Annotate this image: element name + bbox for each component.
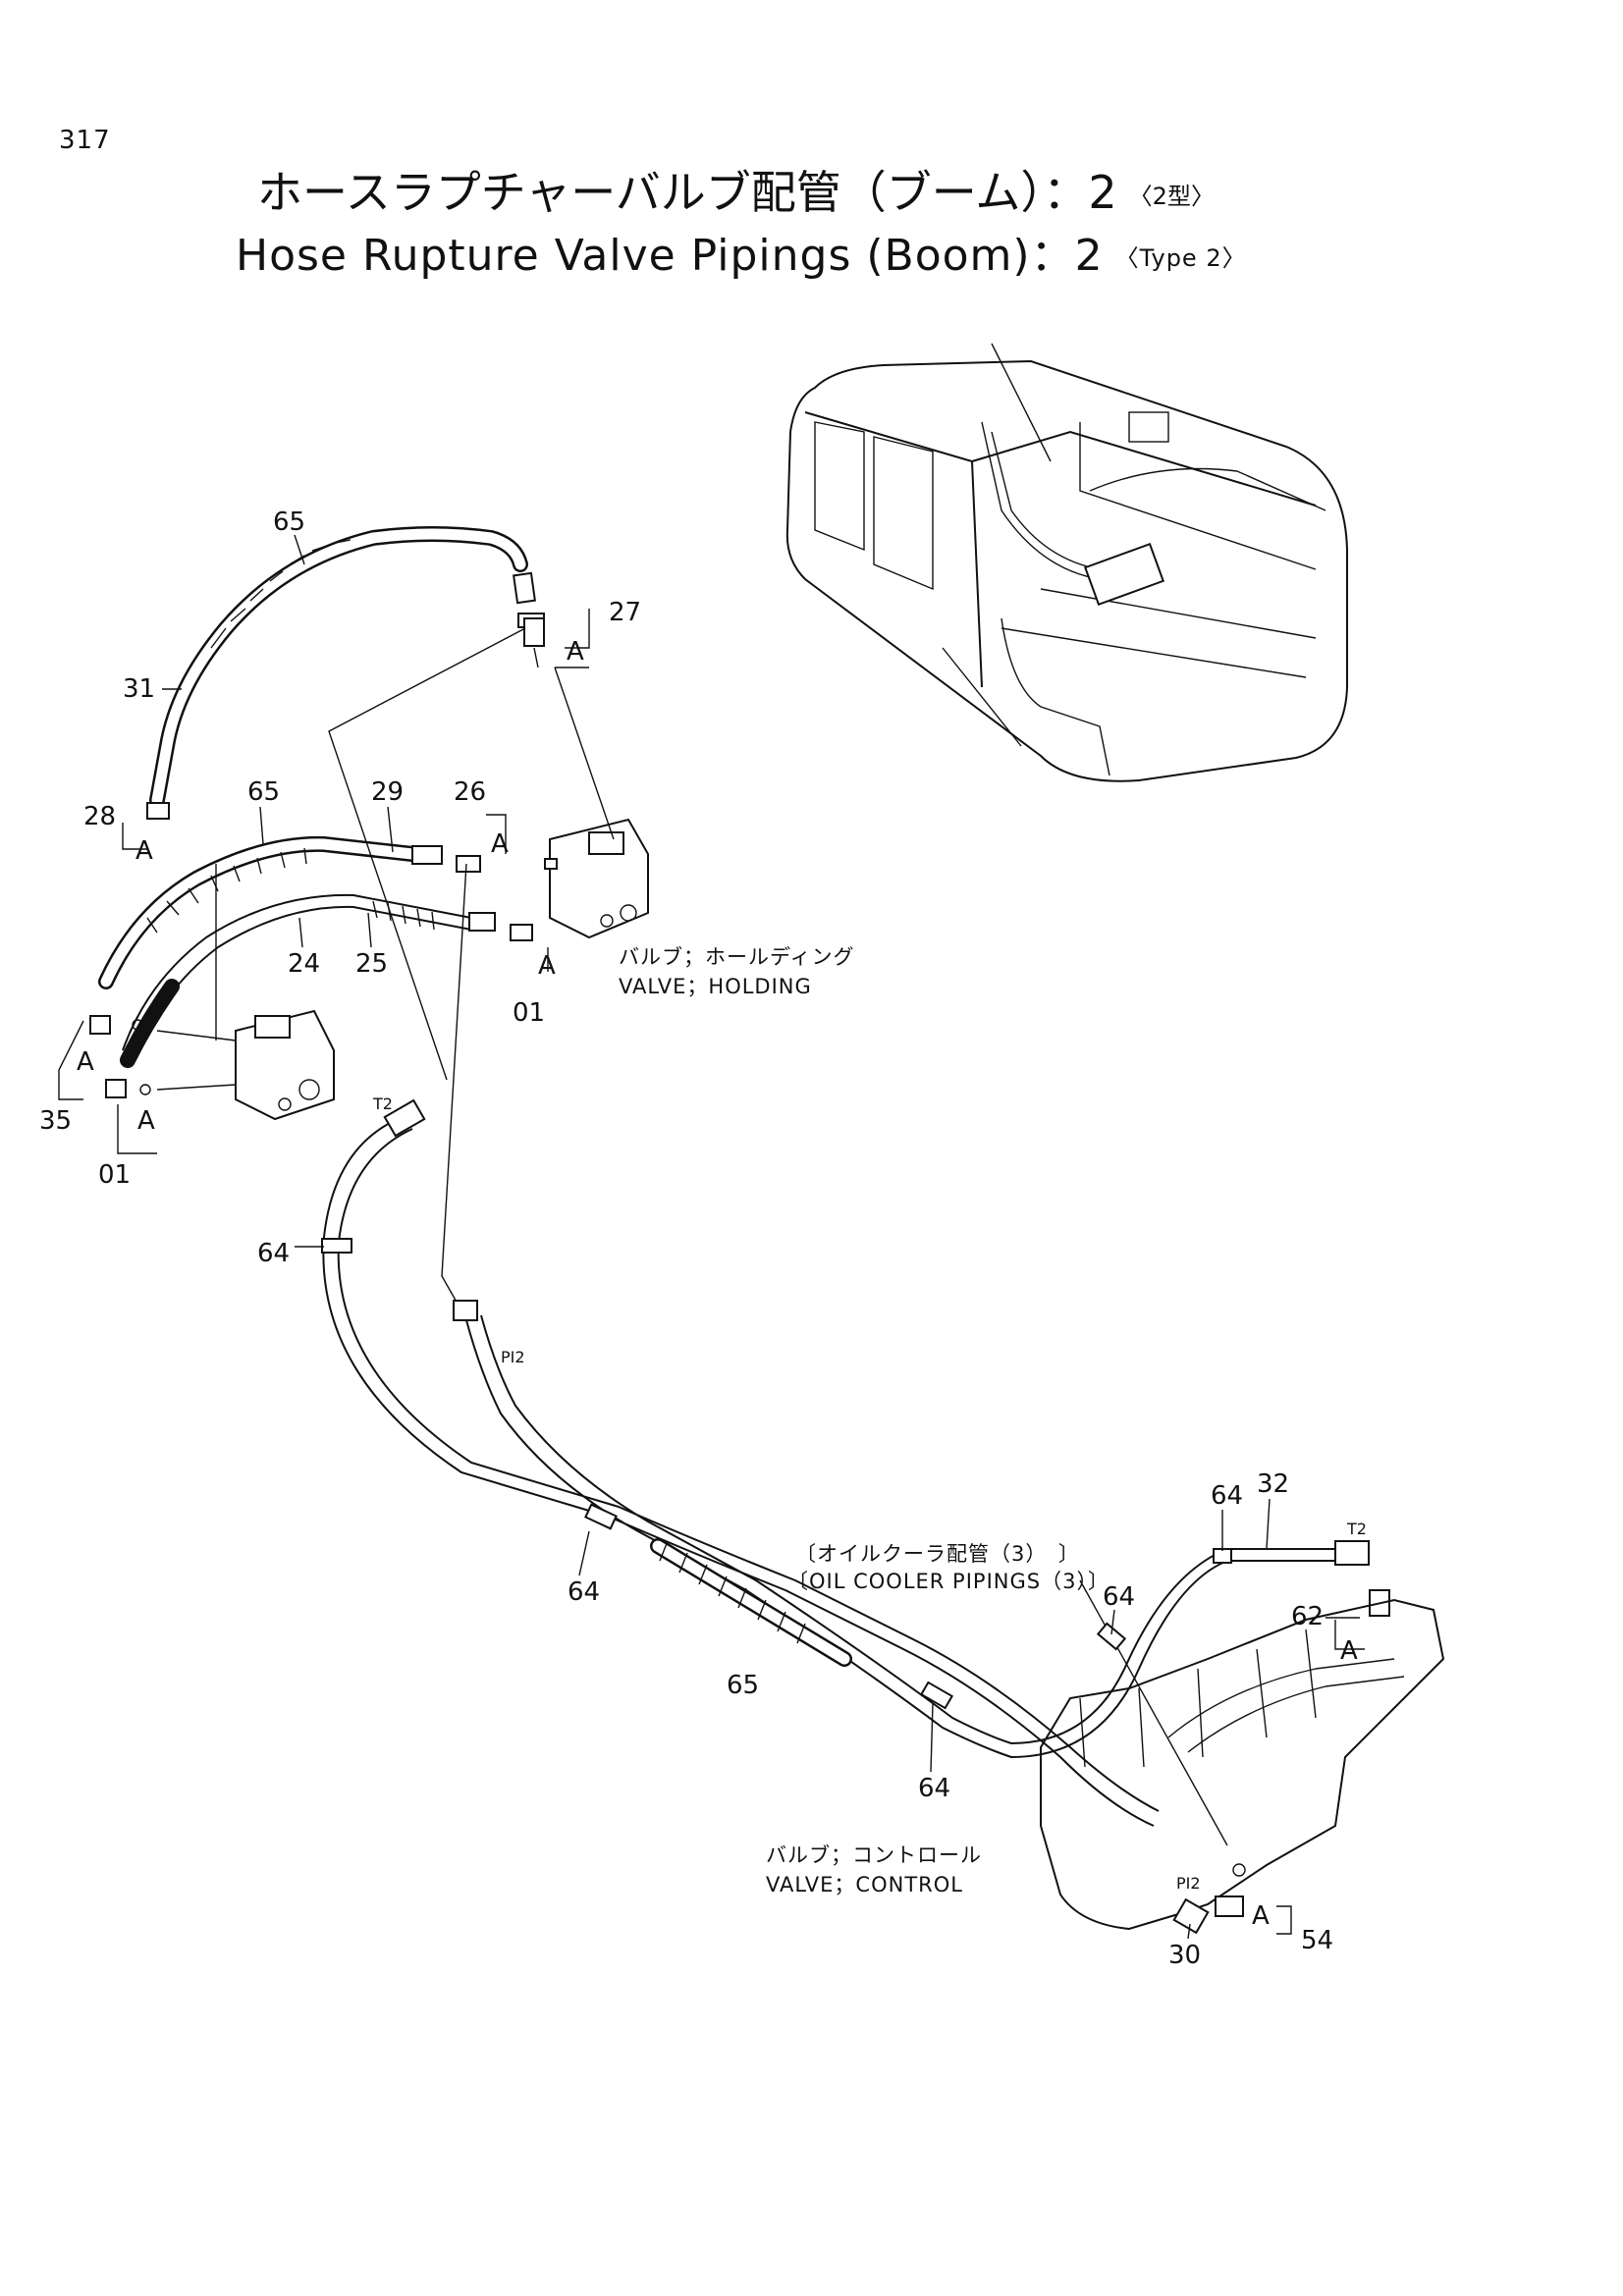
holding-valve-right (544, 818, 649, 939)
callout-26: 26 (454, 777, 486, 807)
page-number: 317 (59, 126, 111, 155)
section-a-4: A (538, 951, 556, 981)
port-t2-upper: T2 (372, 1095, 393, 1113)
callout-29: 29 (371, 777, 404, 807)
port-labels: T2 T2 PI2 PI2 (372, 1095, 1367, 1893)
section-a-6: A (137, 1106, 155, 1136)
callouts: 65 27 31 28 65 29 26 24 25 01 35 01 64 6… (39, 507, 1333, 1970)
port-pi2-upper: PI2 (501, 1348, 525, 1366)
callout-31: 31 (123, 674, 155, 704)
port-pi2-lower: PI2 (1176, 1874, 1201, 1893)
callout-64-d: 64 (1103, 1582, 1135, 1612)
caption-control-valve-en: VALVE；CONTROL (766, 1873, 963, 1896)
leader-lines (215, 627, 1228, 1846)
section-marks: A A A A A A A A (77, 637, 1358, 1931)
control-valve (1040, 1598, 1445, 1935)
caption-holding-valve-en: VALVE；HOLDING (619, 975, 812, 998)
title-english-text: Hose Rupture Valve Pipings (Boom)：2 (236, 231, 1104, 281)
callout-35: 35 (39, 1106, 72, 1136)
caption-holding-valve-jp: バルブ；ホールディング (619, 945, 855, 969)
callout-24: 24 (288, 949, 320, 979)
fitting-27 (523, 617, 589, 668)
caption-control-valve-jp: バルブ；コントロール (766, 1843, 982, 1867)
callout-64-e: 64 (1211, 1481, 1243, 1511)
section-a-8: A (1252, 1901, 1270, 1931)
callout-leaders (162, 534, 1360, 1940)
captions: バルブ；ホールディング VALVE；HOLDING 〔オイルクーラ配管（3） 〕… (619, 945, 1109, 1896)
hose-65-29-middle (98, 835, 481, 989)
hose-31-65-upper (146, 526, 545, 820)
callout-25: 25 (355, 949, 388, 979)
clamps-64 (321, 1238, 1232, 1710)
callout-01-left: 01 (98, 1160, 131, 1190)
title-japanese-text: ホースラプチャーバルブ配管（ブーム）：2 (257, 166, 1117, 219)
title-japanese-type: 〈2型〉 (1128, 183, 1215, 210)
callout-65-lower: 65 (727, 1671, 759, 1700)
callout-54: 54 (1301, 1926, 1333, 1955)
title-english-type: 〈Type 2〉 (1114, 244, 1247, 272)
callout-28: 28 (83, 802, 116, 831)
title-japanese: ホースラプチャーバルブ配管（ブーム）：2 〈2型〉 (257, 157, 1215, 222)
callout-30: 30 (1168, 1941, 1201, 1970)
callout-64-a: 64 (257, 1239, 290, 1268)
hose-long-to-control-valve (322, 1098, 1390, 1827)
callout-64-b: 64 (568, 1577, 600, 1607)
section-a-2: A (135, 836, 153, 866)
holding-valve-left (156, 1009, 335, 1121)
title-english: Hose Rupture Valve Pipings (Boom)：2 〈Type… (236, 220, 1247, 283)
caption-oil-cooler-en: 〔OIL COOLER PIPINGS（3）〕 (787, 1570, 1109, 1593)
callout-64-c: 64 (918, 1774, 950, 1803)
callout-62: 62 (1291, 1602, 1324, 1631)
fittings-left (89, 1015, 151, 1098)
section-a-3: A (491, 829, 509, 859)
callout-65-upper: 65 (273, 507, 305, 537)
excavator-overview-illustration (785, 343, 1348, 782)
callout-32: 32 (1257, 1469, 1289, 1499)
callout-65-middle: 65 (247, 777, 280, 807)
callout-01-right: 01 (513, 998, 545, 1028)
section-a-5: A (77, 1047, 94, 1077)
caption-oil-cooler-jp: 〔オイルクーラ配管（3） 〕 (795, 1542, 1080, 1566)
section-a-1: A (567, 637, 584, 667)
section-a-7: A (1340, 1636, 1358, 1666)
callout-27: 27 (609, 598, 641, 627)
port-t2-lower: T2 (1346, 1520, 1367, 1538)
bracket-marks (58, 609, 1365, 1935)
